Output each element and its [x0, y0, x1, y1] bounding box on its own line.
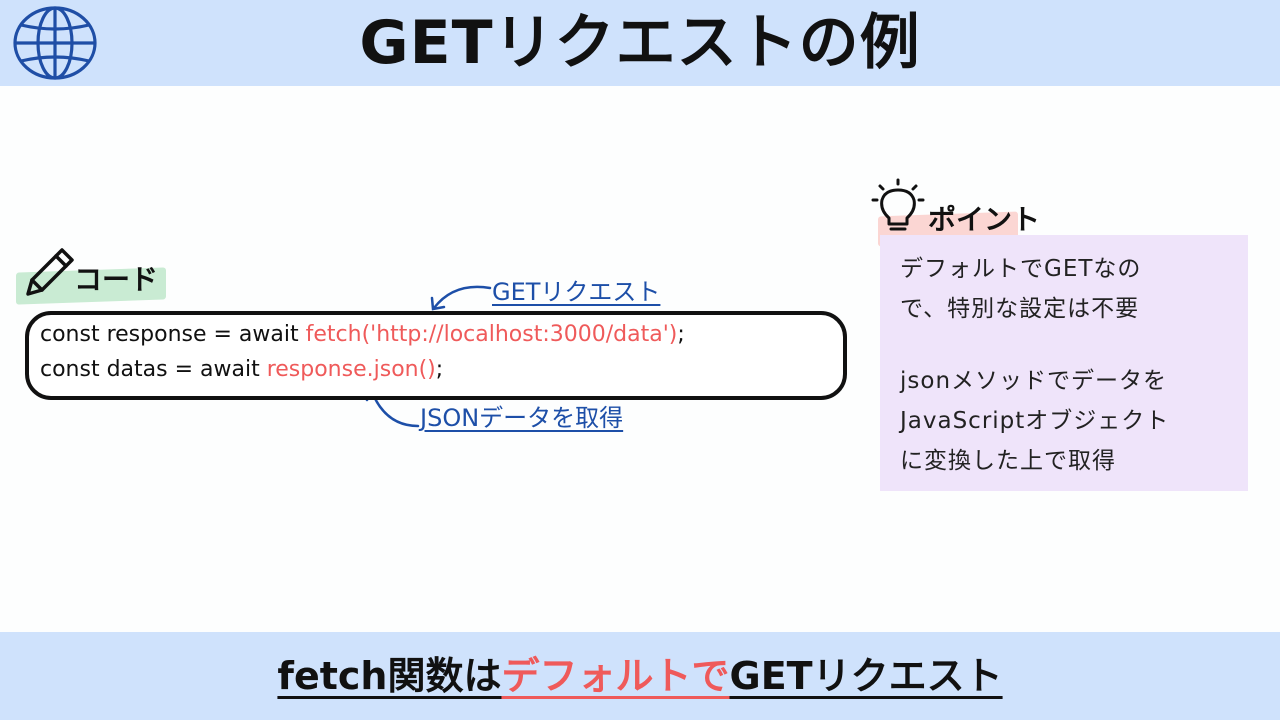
- header-bar: GETリクエストの例: [0, 0, 1280, 86]
- code-line-1: const response = await fetch('http://loc…: [40, 322, 685, 347]
- footer-bar: fetch関数はデフォルトでGETリクエスト: [0, 632, 1280, 720]
- point-paragraph-1: デフォルトでGETなの で、特別な設定は不要: [900, 256, 1142, 322]
- code-section-label: コード: [74, 263, 159, 296]
- code-block: const response = await fetch('http://loc…: [25, 311, 847, 400]
- arrow-to-fetch-icon: [430, 285, 492, 311]
- pencil-icon: [26, 248, 74, 296]
- code-line-2: const datas = await response.json();: [40, 357, 444, 382]
- point-box: デフォルトでGETなの で、特別な設定は不要 jsonメソッドでデータを Jav…: [880, 235, 1248, 491]
- footer-summary: fetch関数はデフォルトでGETリクエスト: [277, 654, 1003, 698]
- globe-icon: [13, 6, 97, 80]
- point-paragraph-2: jsonメソッドでデータを JavaScriptオブジェクト に変換した上で取得: [900, 368, 1170, 474]
- lightbulb-icon: [871, 178, 925, 231]
- page-title: GETリクエストの例: [359, 8, 921, 78]
- point-section-label: ポイント: [928, 203, 1041, 236]
- annotation-get-request: GETリクエスト: [492, 278, 661, 306]
- annotation-json-data: JSONデータを取得: [420, 404, 624, 432]
